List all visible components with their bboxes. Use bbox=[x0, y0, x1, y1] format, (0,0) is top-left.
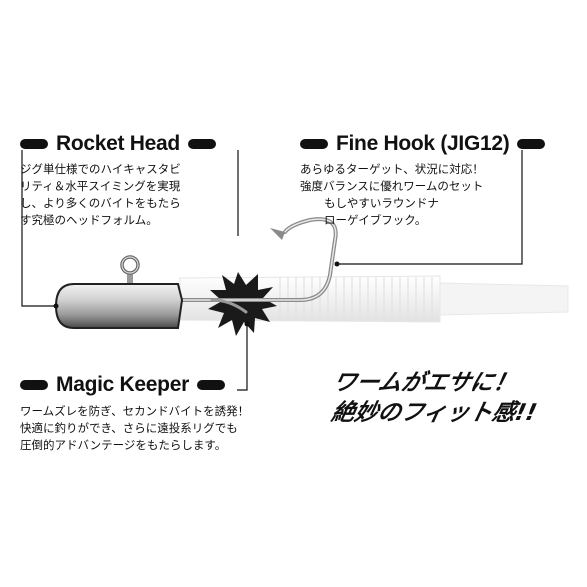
pill-icon bbox=[300, 139, 328, 149]
fine-hook-title: Fine Hook (JIG12) bbox=[336, 132, 510, 155]
line-eye bbox=[120, 255, 140, 286]
rocket-head-heading: Rocket Head bbox=[20, 132, 216, 156]
magic-keeper-title: Magic Keeper bbox=[56, 373, 189, 396]
magic-keeper-description: ワームズレを防ぎ、セカンドバイトを誘発！ 快適に釣りができ、さらに遠投系リグでも… bbox=[20, 403, 249, 454]
desc-line: ワームズレを防ぎ、セカンドバイトを誘発！ bbox=[20, 404, 250, 418]
desc-line: ローゲイブフック。 bbox=[324, 213, 427, 227]
desc-line: あらゆるターゲット、状況に対応！ bbox=[300, 162, 484, 176]
pill-icon bbox=[187, 139, 216, 149]
keeper bbox=[210, 298, 248, 314]
desc-line: し、より多くのバイトをもたら bbox=[20, 196, 181, 210]
rocket-head-shape bbox=[54, 283, 184, 329]
pill-icon bbox=[196, 380, 225, 390]
pill-icon bbox=[517, 139, 546, 149]
slogan-line-2: 絶妙のフィット感!! bbox=[329, 400, 540, 426]
desc-line: リティ＆水平スイミングを実現 bbox=[20, 179, 181, 193]
desc-line: 強度バランスに優れワームのセット bbox=[300, 179, 484, 193]
rocket-head-description: ジグ単仕様でのハイキャスタビ リティ＆水平スイミングを実現 し、より多くのバイト… bbox=[20, 161, 181, 229]
desc-line: ジグ単仕様でのハイキャスタビ bbox=[20, 162, 181, 176]
fine-hook-description: あらゆるターゲット、状況に対応！ 強度バランスに優れワームのセット もしやすいラ… bbox=[300, 161, 484, 229]
pill-icon bbox=[20, 380, 48, 390]
rocket-head-title: Rocket Head bbox=[56, 132, 180, 155]
slogan: ワームがエサに！ 絶妙のフィット感!! bbox=[324, 368, 546, 428]
pill-icon bbox=[20, 139, 48, 149]
fine-hook-heading: Fine Hook (JIG12) bbox=[300, 132, 546, 156]
desc-line: 快適に釣りができ、さらに遠投系リグでも bbox=[20, 421, 238, 435]
desc-line: す究極のヘッドフォルム。 bbox=[20, 213, 158, 227]
magic-keeper-heading: Magic Keeper bbox=[20, 373, 225, 397]
burst-icon bbox=[208, 272, 277, 336]
desc-line: 圧倒的アドバンテージをもたらします。 bbox=[20, 438, 227, 452]
slogan-line-1: ワームがエサに！ bbox=[330, 370, 520, 396]
leader-lines bbox=[21, 150, 523, 391]
desc-line: もしやすいラウンドナ bbox=[324, 196, 439, 210]
